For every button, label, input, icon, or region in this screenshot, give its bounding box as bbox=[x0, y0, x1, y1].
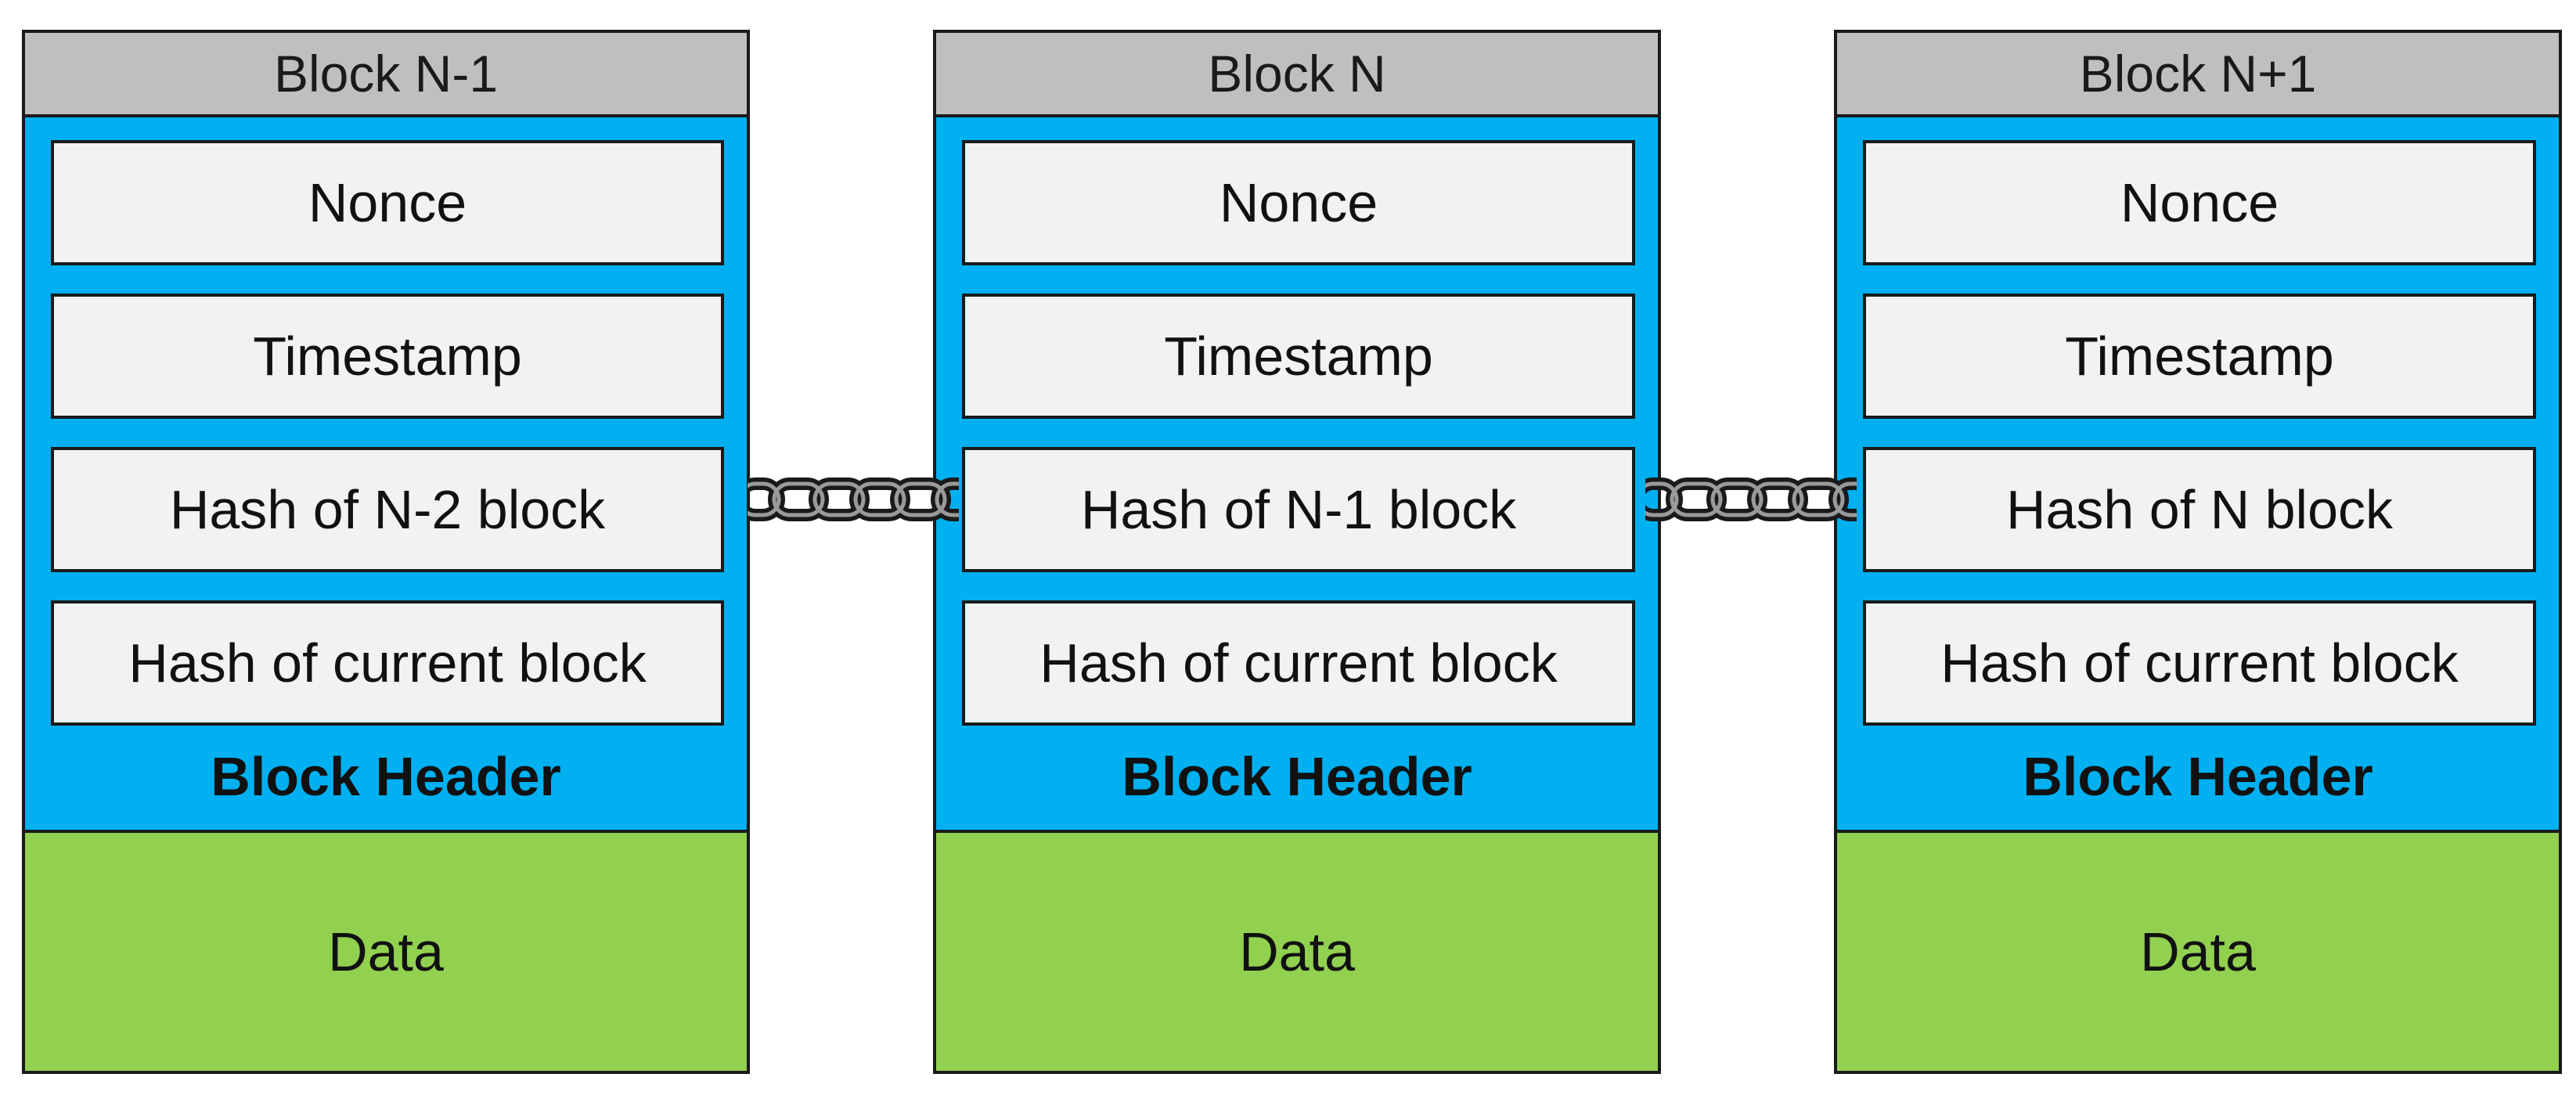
chain-link-icon bbox=[1645, 477, 1857, 521]
block-data-area: Data bbox=[25, 830, 747, 1071]
block-data-area: Data bbox=[936, 830, 1658, 1071]
field-previous-hash: Hash of N-2 block bbox=[51, 447, 724, 572]
block-n-plus-1: Block N+1 Nonce Timestamp Hash of N bloc… bbox=[1834, 30, 2562, 1074]
block-header-label: Block Header bbox=[211, 746, 561, 807]
field-nonce: Nonce bbox=[1863, 140, 2536, 265]
field-current-hash: Hash of current block bbox=[962, 600, 1635, 726]
block-data-area: Data bbox=[1837, 830, 2559, 1071]
block-title: Block N-1 bbox=[25, 33, 747, 117]
field-current-hash: Hash of current block bbox=[1863, 600, 2536, 726]
field-previous-hash: Hash of N block bbox=[1863, 447, 2536, 572]
field-current-hash: Hash of current block bbox=[51, 600, 724, 726]
field-nonce: Nonce bbox=[962, 140, 1635, 265]
field-nonce: Nonce bbox=[51, 140, 724, 265]
block-n-minus-1: Block N-1 Nonce Timestamp Hash of N-2 bl… bbox=[22, 30, 750, 1074]
field-previous-hash: Hash of N-1 block bbox=[962, 447, 1635, 572]
block-n: Block N Nonce Timestamp Hash of N-1 bloc… bbox=[933, 30, 1661, 1074]
block-title: Block N+1 bbox=[1837, 33, 2559, 117]
block-title: Block N bbox=[936, 33, 1658, 117]
block-header-label: Block Header bbox=[2023, 746, 2373, 807]
block-header-label: Block Header bbox=[1122, 746, 1472, 807]
field-timestamp: Timestamp bbox=[51, 294, 724, 419]
field-timestamp: Timestamp bbox=[1863, 294, 2536, 419]
field-timestamp: Timestamp bbox=[962, 294, 1635, 419]
chain-link-icon bbox=[748, 477, 959, 521]
